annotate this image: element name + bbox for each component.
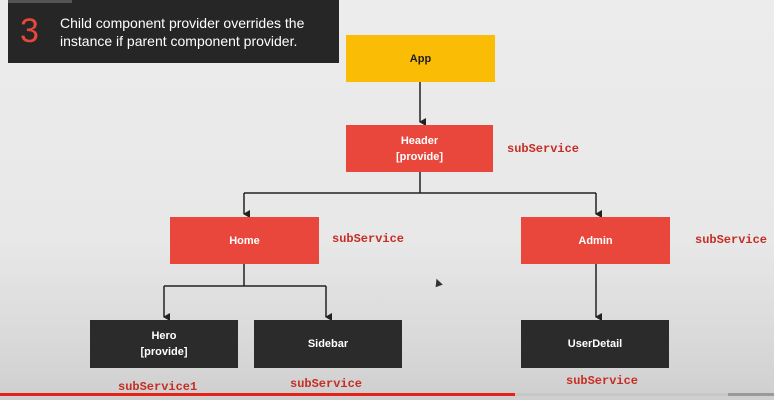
home-service-label: subService: [332, 232, 405, 246]
video-played-bar: [0, 393, 515, 396]
userdetail-node: UserDetail: [521, 320, 669, 368]
hero-service-label: subService1: [118, 380, 198, 394]
callout-accent-bar: [8, 0, 72, 3]
video-progress-bar[interactable]: [0, 393, 774, 396]
admin-service-label: subService: [695, 233, 768, 247]
step-callout: 3 Child component provider overrides the…: [8, 0, 339, 63]
sidebar-node: Sidebar: [254, 320, 402, 368]
sidebar-service-label: subService: [290, 377, 363, 391]
hero-node: Hero [provide]: [90, 320, 238, 368]
header-service-label: subService: [507, 142, 580, 156]
step-number: 3: [20, 12, 39, 50]
app-node: App: [346, 35, 495, 82]
home-node: Home: [170, 217, 319, 264]
step-description: Child component provider overrides the i…: [60, 15, 305, 49]
admin-node: Admin: [521, 217, 670, 264]
userdetail-service-label: subService: [566, 374, 639, 388]
header-node: Header [provide]: [346, 125, 493, 172]
